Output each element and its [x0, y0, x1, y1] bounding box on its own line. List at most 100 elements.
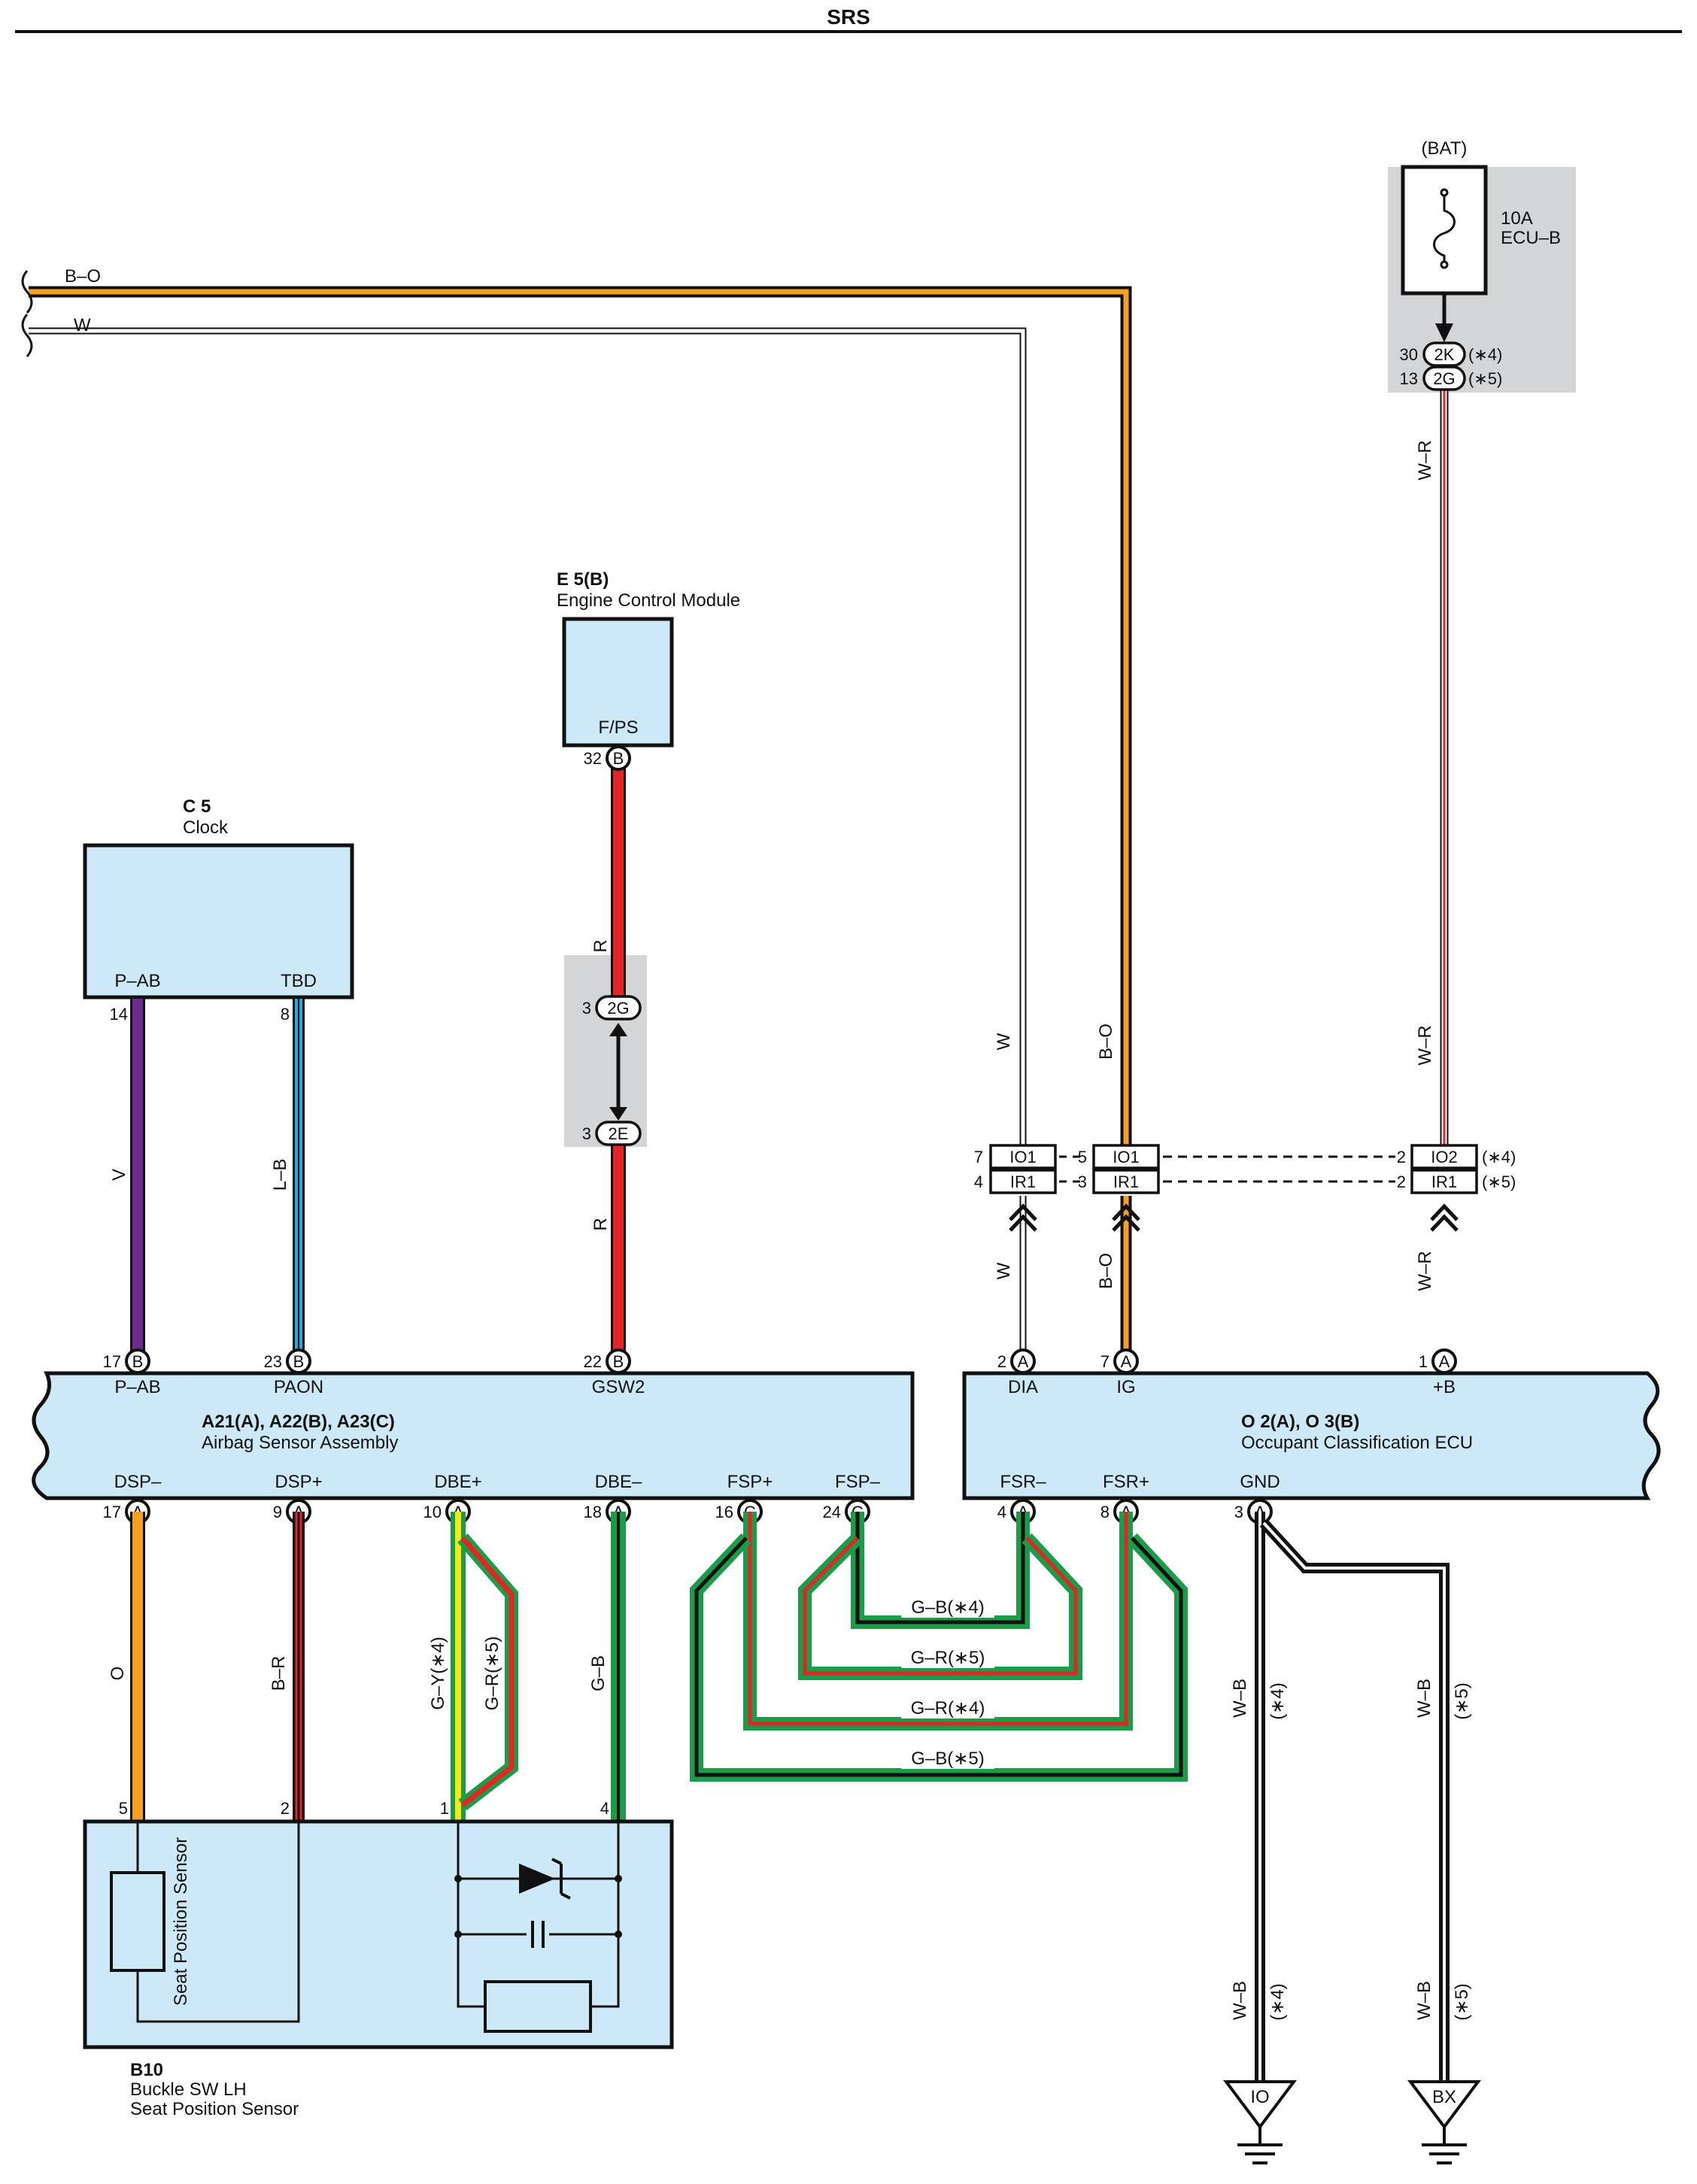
wire-label-wb-bx-lower: W–B — [1414, 1981, 1434, 2020]
seat-position-sensor-label: Seat Position Sensor — [171, 1837, 191, 2006]
ecm-pin-number: 32 — [584, 749, 602, 768]
clock-terminal-tbd: TBD — [281, 971, 317, 991]
wire-label-w-top: W — [74, 315, 91, 335]
wire-label-wr-lower: W–R — [1415, 1251, 1435, 1291]
ocu-top-pin-number: 1 — [1419, 1352, 1428, 1371]
sensor-pin-2: 2 — [281, 1799, 290, 1818]
inline-io1-left-pin: 7 — [974, 1148, 983, 1166]
break-mark-w — [21, 314, 33, 357]
airbag-bottom-terminal-name: FSP– — [835, 1472, 881, 1492]
wire-label-gr5: G–R(∗5) — [482, 1636, 502, 1711]
wire-label-lb: L–B — [270, 1159, 290, 1191]
inline-connector-left: IO1 IR1 7 4 — [974, 1144, 1057, 1194]
wire-gr5b-loop — [798, 1533, 1082, 1680]
wire-label-r-lower: R — [590, 1218, 611, 1230]
ground-bx-label: BX — [1432, 2087, 1456, 2107]
airbag-bottom-terminal-name: DBE+ — [434, 1472, 481, 1492]
wire-note-io-upper: (∗4) — [1267, 1682, 1288, 1719]
inline-io1-mid-id: IO1 — [1113, 1148, 1139, 1166]
fuse-rating: 10A — [1501, 208, 1533, 229]
connector-2e-mid-pin: 3 — [582, 1124, 591, 1143]
airbag-top-pin-number: 17 — [103, 1352, 121, 1371]
ecm-code: E 5(B) — [557, 569, 609, 590]
inline-io2-right-id: IO2 — [1431, 1148, 1457, 1166]
clock-pin-8: 8 — [281, 1005, 290, 1024]
ocu-top-terminal-name: IG — [1116, 1377, 1135, 1397]
wire-bo-top — [29, 286, 1132, 1154]
clock-code: C 5 — [183, 796, 211, 817]
seat-position-element — [110, 1871, 165, 1972]
bat-label: (BAT) — [1422, 138, 1468, 159]
label-bg-gb5 — [901, 1746, 994, 1769]
wire-label-wb-io-upper: W–B — [1230, 1679, 1250, 1718]
wire-label-r-upper: R — [590, 939, 611, 952]
wire-label-gy4: G–Y(∗4) — [428, 1636, 448, 1709]
wire-label-gr5b: G–R(∗5) — [911, 1648, 985, 1668]
ocu-top-pin-connector — [1010, 1348, 1036, 1374]
ocu-top-pin-conn: A — [1121, 1352, 1132, 1371]
inline-connector-right: IO2 IR1 2 2 (∗4) (∗5) — [1397, 1144, 1516, 1194]
airbag-top-pin-conn: B — [613, 1352, 624, 1371]
inline-ir1-right-pin: 2 — [1397, 1172, 1406, 1191]
airbag-top-pin-connector — [125, 1348, 150, 1374]
connector-2g-top-note: (∗5) — [1468, 369, 1502, 388]
ecm-terminal: F/PS — [598, 717, 638, 738]
wire-gb4-loop — [851, 1512, 1030, 1629]
arrow-down-icon — [609, 1107, 627, 1121]
wire-label-wr-mid: W–R — [1415, 1025, 1435, 1065]
ocu-bottom-pin-number: 8 — [1100, 1503, 1110, 1521]
label-bg-gr4 — [901, 1696, 994, 1718]
ecm-pin-connector — [606, 745, 631, 771]
clock-box — [83, 843, 354, 999]
clock-terminal-pab: P–AB — [114, 971, 160, 991]
ecm-box — [562, 617, 674, 748]
ocu-bottom-pin-number: 3 — [1234, 1503, 1243, 1521]
airbag-sensor-box — [32, 1371, 915, 1500]
ground-io-label: IO — [1250, 2087, 1269, 2107]
wire-wb-bx — [1259, 1519, 1450, 2091]
ocu-code: O 2(A), O 3(B) — [1241, 1412, 1359, 1432]
fuse-icon — [1433, 194, 1456, 263]
airbag-top-pin-conn: B — [132, 1352, 144, 1371]
sensor-code: B10 — [130, 2060, 163, 2080]
inline-ir1-right-id: IR1 — [1431, 1172, 1457, 1191]
ocu-top-pin-conn: A — [1018, 1352, 1029, 1371]
wire-label-bo-top: B–O — [65, 266, 101, 287]
occupant-ecu-box — [962, 1371, 1661, 1500]
inline-ir1-mid-pin: 3 — [1078, 1172, 1087, 1191]
fuse-terminal-bottom — [1440, 260, 1449, 269]
ocu-top-pin-connector — [1431, 1348, 1457, 1374]
connector-2g-mid-id: 2G — [607, 999, 629, 1018]
wire-label-gb4: G–B(∗4) — [911, 1597, 984, 1618]
connector-2g-top-id: 2G — [1433, 369, 1455, 388]
fuse-name: ECU–B — [1501, 228, 1561, 248]
connector-2k-id: 2K — [1434, 345, 1455, 364]
inline-connector-mid: IO1 IR1 5 3 — [1078, 1144, 1160, 1194]
ocu-bottom-terminal-name: FSR+ — [1103, 1472, 1149, 1492]
inline-io2-right-note: (∗4) — [1482, 1148, 1516, 1166]
chevron-up-icon — [1430, 1203, 1459, 1232]
airbag-bottom-pin-number: 24 — [823, 1503, 841, 1521]
wire-label-wb-io-lower: W–B — [1230, 1981, 1250, 2020]
airbag-top-pin-number: 23 — [264, 1352, 282, 1371]
arrow-down-icon — [1435, 323, 1453, 342]
connector-2k-note: (∗4) — [1468, 345, 1502, 364]
ocu-name: Occupant Classification ECU — [1241, 1433, 1473, 1453]
junction-2g-2e-shade — [564, 955, 647, 1147]
airbag-bottom-pin-number: 16 — [715, 1503, 733, 1521]
wire-label-w-lower: W — [994, 1262, 1014, 1279]
wire-label-br: B–R — [269, 1656, 289, 1691]
wire-gr5-loop — [457, 1533, 518, 1811]
airbag-top-pin-number: 22 — [584, 1352, 602, 1371]
airbag-top-terminal-name: P–AB — [114, 1377, 160, 1397]
airbag-bottom-terminal-name: FSP+ — [727, 1472, 773, 1492]
connector-2e-mid — [595, 1121, 642, 1146]
sensor-pin-5: 5 — [119, 1799, 128, 1818]
inline-io1-mid-pin: 5 — [1078, 1148, 1087, 1166]
wire-label-bo-mid: B–O — [1096, 1024, 1116, 1060]
wire-label-gb: G–B — [588, 1655, 609, 1691]
break-mark-bo — [21, 270, 33, 314]
airbag-top-pin-connector — [606, 1348, 631, 1374]
ground-bx-icon — [1407, 2080, 1481, 2164]
